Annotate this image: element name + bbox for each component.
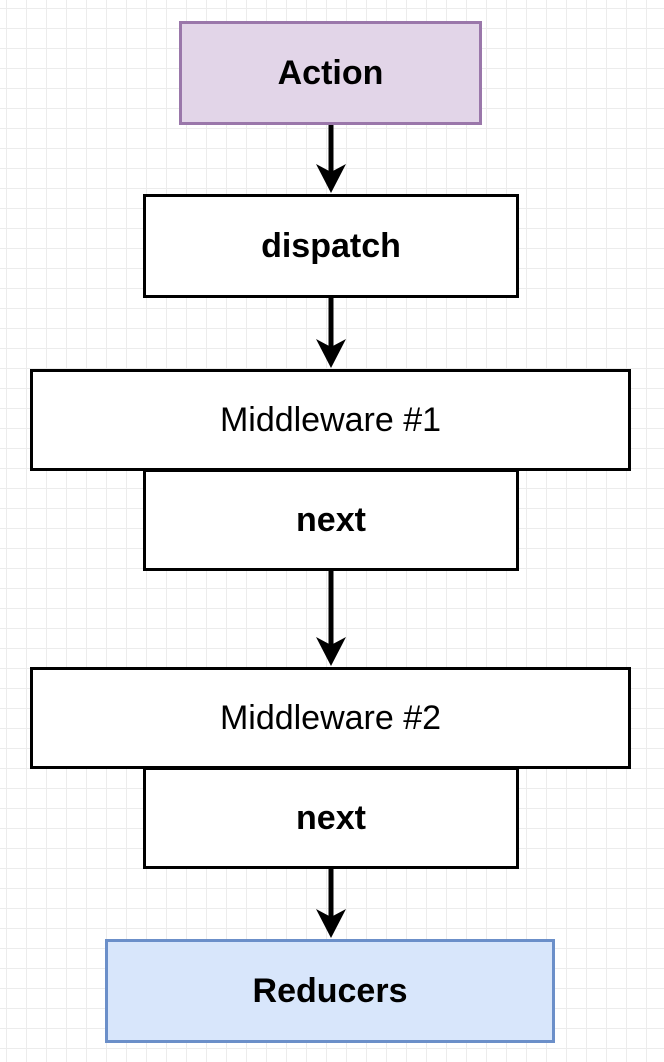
dispatch-label: dispatch <box>261 226 401 265</box>
middleware-2-label: Middleware #2 <box>219 698 442 737</box>
next-1-label: next <box>296 500 366 539</box>
reducers-node: Reducers <box>105 939 555 1043</box>
arrow-next_2-to-reducers <box>316 869 346 938</box>
middleware-2-node: Middleware #2 <box>30 667 631 769</box>
reducers-label: Reducers <box>252 971 408 1010</box>
arrow-action-to-dispatch <box>316 125 346 193</box>
arrow-dispatch-to-middleware_1 <box>316 298 346 368</box>
dispatch-node: dispatch <box>143 194 519 298</box>
middleware-1-node: Middleware #1 <box>30 369 631 471</box>
arrow-next_1-to-middleware_2 <box>316 571 346 666</box>
next-2-node: next <box>143 767 519 869</box>
action-label: Action <box>277 53 384 92</box>
action-node: Action <box>179 21 482 125</box>
next-1-node: next <box>143 469 519 571</box>
middleware-1-label: Middleware #1 <box>219 400 442 439</box>
next-2-label: next <box>296 798 366 837</box>
